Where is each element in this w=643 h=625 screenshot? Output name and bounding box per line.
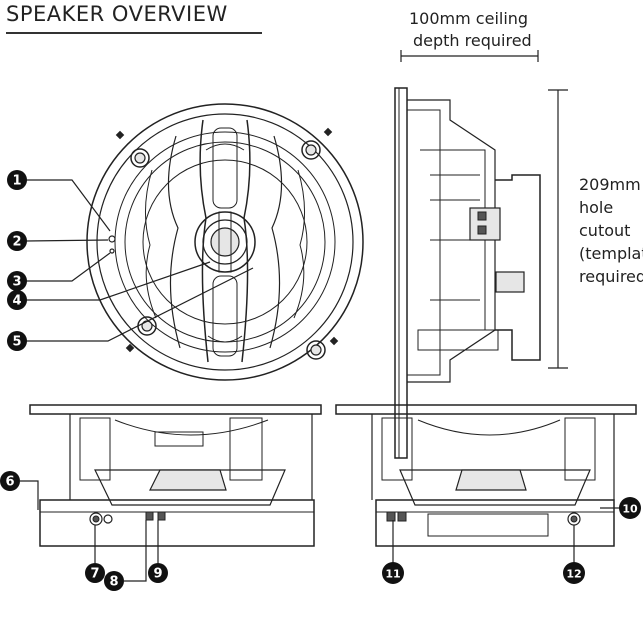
callout-1: 1 [7,170,27,190]
svg-text:1: 1 [12,174,21,189]
depth-label-line-1: 100mm ceiling [409,9,529,28]
callout-2: 2 [7,231,27,251]
cutout-label-line-1: 209mm [579,175,641,194]
svg-text:12: 12 [566,568,581,581]
svg-text:2: 2 [12,235,21,250]
callout-8: 8 [104,571,124,591]
callout-5: 5 [7,331,27,351]
cutout-label-line-2: hole [579,198,614,217]
bottom-left-view [29,404,322,547]
bottom-right-view [335,404,637,547]
depth-label-line-2: depth required [413,31,532,50]
callout-6: 6 [0,471,20,491]
svg-text:3: 3 [12,275,21,290]
svg-text:10: 10 [622,503,638,516]
callout-4: 4 [7,290,27,310]
callout-10: 10 [619,497,641,519]
callout-12: 12 [563,562,585,584]
svg-text:11: 11 [385,568,400,581]
svg-text:4: 4 [12,294,21,309]
front-view [86,103,364,381]
title-underline [6,32,262,34]
svg-text:6: 6 [5,475,14,490]
callout-7: 7 [85,563,105,583]
callout-3: 3 [7,271,27,291]
svg-text:7: 7 [90,567,99,582]
svg-text:5: 5 [12,335,21,350]
cutout-label-line-5: required) [579,267,643,286]
cutout-label-line-4: (template [579,244,643,263]
cutout-label-line-3: cutout [579,221,631,240]
svg-text:9: 9 [153,567,162,582]
callout-11: 11 [382,562,404,584]
svg-text:8: 8 [109,575,118,590]
page-title: SPEAKER OVERVIEW [6,2,228,26]
leader-lines [20,179,620,582]
callout-9: 9 [148,563,168,583]
side-view [394,50,568,459]
